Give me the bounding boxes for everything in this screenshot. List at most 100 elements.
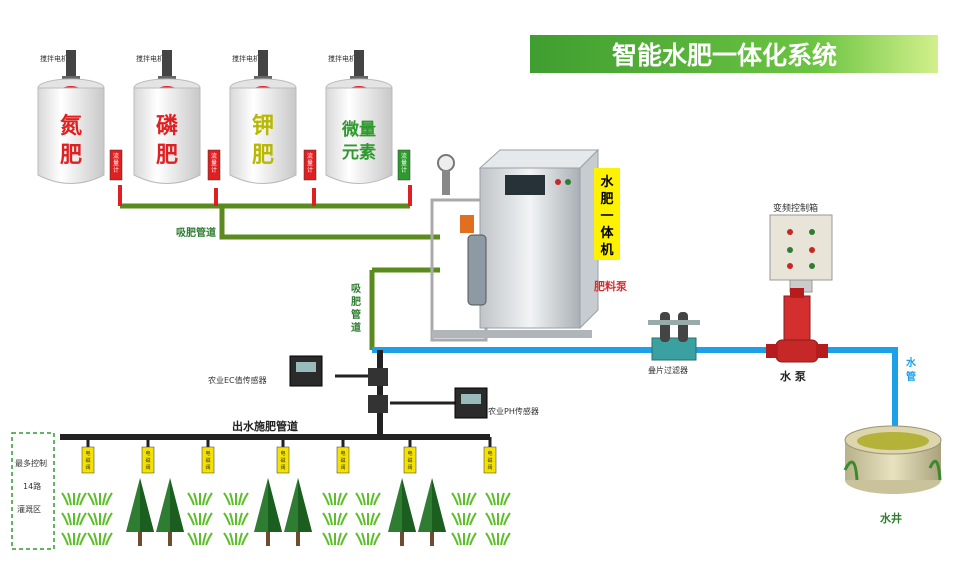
filter-label: 叠片过滤器 xyxy=(648,365,688,375)
flow-meter: 流量计 xyxy=(109,149,123,181)
grass-icon xyxy=(355,512,381,526)
solenoid-valve: 电磁阀 xyxy=(81,437,95,474)
grass-icon xyxy=(187,492,213,506)
grass-icon xyxy=(485,492,511,506)
title-banner: 智能水肥一体化系统 xyxy=(530,35,938,73)
solenoid-valve: 电磁阀 xyxy=(141,437,155,474)
svg-text:电磁阀: 电磁阀 xyxy=(85,450,90,471)
grass-icon xyxy=(451,532,477,546)
tank-text-2: 肥 xyxy=(60,143,82,168)
tank-body xyxy=(37,87,105,184)
grass-icon xyxy=(322,512,348,526)
svg-text:电磁阀: 电磁阀 xyxy=(340,450,345,471)
suction-pipe-label-v: 吸肥管道 xyxy=(351,283,362,334)
fertigation-machine xyxy=(430,148,600,342)
tank-text-2: 肥 xyxy=(252,143,274,168)
stirring-motor-icon xyxy=(162,50,172,78)
tank-body xyxy=(229,87,297,184)
grass-icon xyxy=(87,492,113,506)
tree-icon xyxy=(284,478,312,546)
solenoid-valve: 电磁阀 xyxy=(201,437,215,474)
svg-text:电磁阀: 电磁阀 xyxy=(407,450,412,471)
sensor-tap-2 xyxy=(368,395,388,413)
stirring-motor-icon xyxy=(354,50,364,78)
tank-4: 搅拌电机微量元素流量计 xyxy=(325,50,411,184)
tree-icon xyxy=(254,478,282,546)
outlet-pipe-label: 出水施肥管道 xyxy=(232,419,298,433)
water-pump-label: 水 泵 xyxy=(780,369,806,383)
grass-icon xyxy=(322,492,348,506)
tank-text-1: 磷 xyxy=(156,114,178,139)
grass-icon xyxy=(485,532,511,546)
ph-sensor-label: 农业PH传感器 xyxy=(488,406,539,416)
ph-sensor xyxy=(454,387,488,419)
motor-label: 搅拌电机 xyxy=(232,54,260,63)
grass-icon xyxy=(87,512,113,526)
grass-icon xyxy=(223,492,249,506)
grass-icon xyxy=(223,512,249,526)
fertilizer-tanks: 搅拌电机氮肥流量计搅拌电机磷肥流量计搅拌电机钾肥流量计搅拌电机微量元素流量计 xyxy=(37,50,411,184)
svg-text:流量计: 流量计 xyxy=(113,152,119,174)
tank-text-1: 微量 xyxy=(341,119,376,140)
flow-meter: 流量计 xyxy=(397,149,411,181)
disc-filter xyxy=(648,312,700,361)
grass-icon xyxy=(61,532,87,546)
machine-label-text: 水肥一体机 xyxy=(600,174,614,258)
plants xyxy=(61,478,511,546)
motor-label: 搅拌电机 xyxy=(328,54,356,63)
ec-sensor-label: 农业EC值传感器 xyxy=(208,375,267,385)
tank-text-1: 钾 xyxy=(252,114,274,139)
tank-body xyxy=(325,87,393,184)
water-pipe-label: 水管 xyxy=(905,356,917,383)
svg-text:流量计: 流量计 xyxy=(211,152,217,174)
tank-text-2: 肥 xyxy=(156,143,178,168)
grass-icon xyxy=(355,492,381,506)
grass-icon xyxy=(187,532,213,546)
tree-icon xyxy=(156,478,184,546)
svg-text:电磁阀: 电磁阀 xyxy=(487,450,492,471)
irrigation-zone-box xyxy=(11,432,55,550)
grass-icon xyxy=(485,512,511,526)
tank-feed-pipes xyxy=(118,185,412,206)
svg-text:流量计: 流量计 xyxy=(401,152,407,174)
zone-line1: 最多控制 xyxy=(15,458,47,468)
control-cabinet xyxy=(769,214,833,293)
control-cabinet-label: 变频控制箱 xyxy=(773,202,818,214)
flow-meter: 流量计 xyxy=(303,149,317,181)
fert-pump-label: 肥料泵 xyxy=(594,279,627,293)
grass-icon xyxy=(451,492,477,506)
svg-text:电磁阀: 电磁阀 xyxy=(205,450,210,471)
zone-line3: 灌溉区 xyxy=(17,504,41,514)
zone-line2: 14路 xyxy=(23,481,41,491)
flow-meter: 流量计 xyxy=(207,149,221,181)
machine-label xyxy=(594,168,620,260)
grass-icon xyxy=(61,512,87,526)
tank-text-1: 氮 xyxy=(60,114,82,139)
well-label: 水井 xyxy=(880,511,902,525)
tank-body xyxy=(133,87,201,184)
grass-icon xyxy=(61,492,87,506)
grass-icon xyxy=(322,532,348,546)
tree-icon xyxy=(388,478,416,546)
suction-pipe-label-h: 吸肥管道 xyxy=(176,226,216,239)
solenoid-valve: 电磁阀 xyxy=(276,437,290,474)
svg-text:电磁阀: 电磁阀 xyxy=(280,450,285,471)
stirring-motor-icon xyxy=(66,50,76,78)
outlet-pipe xyxy=(60,350,490,440)
tree-icon xyxy=(418,478,446,546)
valves: 电磁阀 电磁阀 电磁阀 电磁阀 电磁阀 电磁阀 电磁阀 xyxy=(81,437,497,474)
water-well xyxy=(843,425,942,494)
svg-text:电磁阀: 电磁阀 xyxy=(145,450,150,471)
grass-icon xyxy=(87,532,113,546)
suction-pipes xyxy=(120,203,440,350)
tree-icon xyxy=(126,478,154,546)
svg-text:流量计: 流量计 xyxy=(307,152,313,174)
grass-icon xyxy=(187,512,213,526)
motor-label: 搅拌电机 xyxy=(40,54,68,63)
labels: 吸肥管道 肥料泵 变频控制箱 水 泵 叠片过滤器 农业EC值传感器 农业PH传感… xyxy=(176,202,902,525)
grass-icon xyxy=(355,532,381,546)
motor-label: 搅拌电机 xyxy=(136,54,164,63)
